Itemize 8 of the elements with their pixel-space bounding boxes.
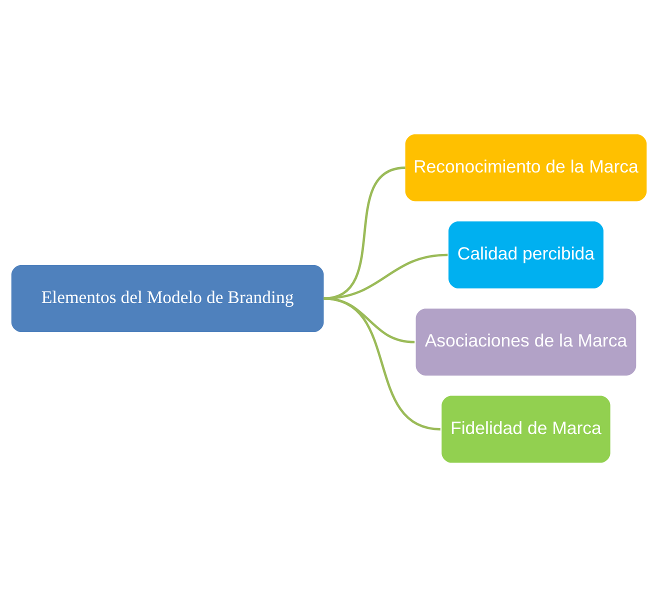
node-box: Fidelidad de Marca	[442, 396, 610, 463]
connector	[324, 297, 441, 430]
connector	[324, 254, 448, 300]
connector	[324, 166, 406, 300]
node-box: Asociaciones de la Marca	[416, 308, 636, 376]
node-box: Elementos del Modelo de Branding	[11, 265, 324, 332]
node-box: Reconocimiento de la Marca	[405, 134, 647, 202]
node-box: Calidad percibida	[448, 221, 604, 288]
